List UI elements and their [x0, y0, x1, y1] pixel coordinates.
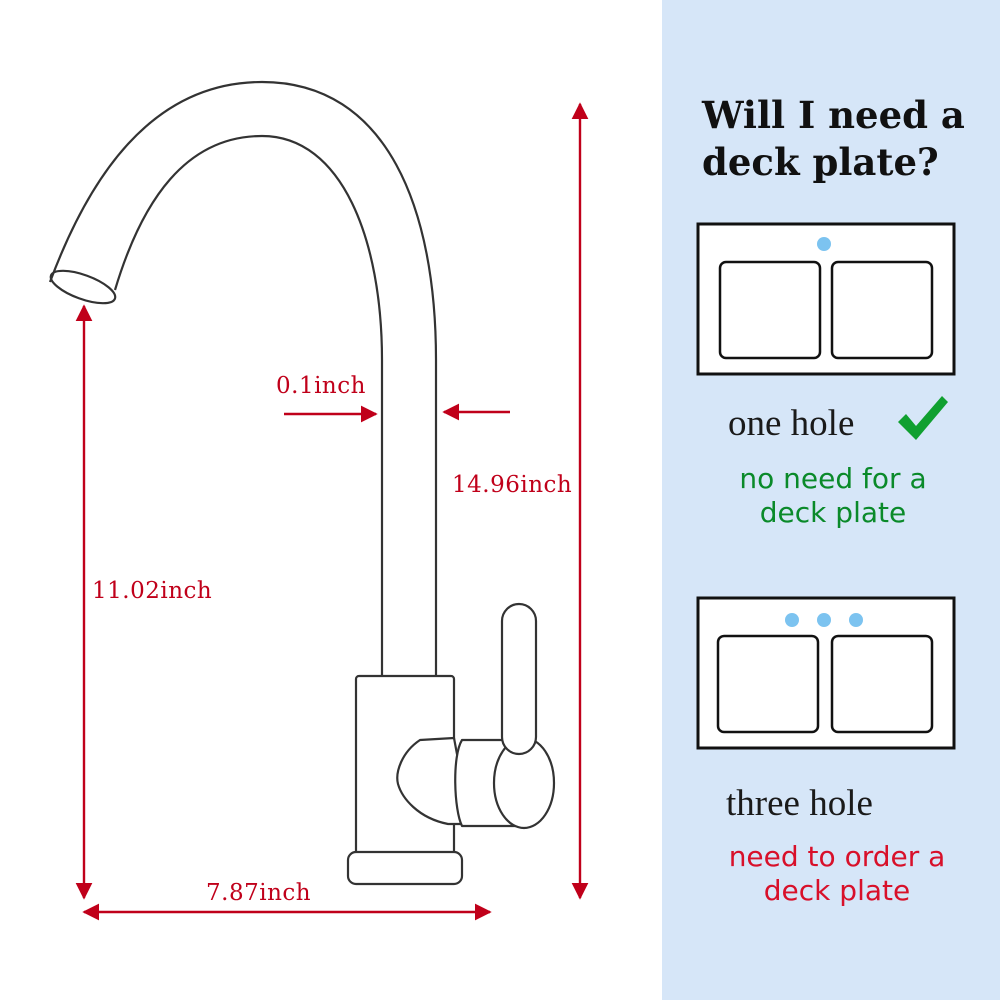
three-hole-label: three hole	[726, 783, 873, 824]
spout-height-label: 11.02inch	[92, 578, 213, 604]
three-hole-sink-diagram	[696, 596, 956, 750]
faucet-lever	[500, 602, 538, 756]
reach-label: 7.87inch	[206, 880, 312, 906]
total-height-label: 14.96inch	[452, 472, 573, 498]
faucet-hole-dot-3	[849, 613, 863, 627]
sink-basin-left	[716, 634, 820, 734]
three-hole-note-line-1: need to order a	[728, 840, 946, 873]
faucet-base	[346, 850, 464, 886]
one-hole-note-line-1: no need for a	[739, 462, 927, 495]
faucet-hole-dot-1	[785, 613, 799, 627]
faucet-hole-dot-2	[817, 613, 831, 627]
faucet-spout-outer	[48, 80, 438, 678]
sink-basin-right	[830, 260, 934, 360]
three-hole-note: need to order a deck plate	[712, 840, 962, 908]
sink-basin-left	[718, 260, 822, 360]
one-hole-label: one hole	[728, 403, 855, 444]
faucet-drawing	[48, 80, 556, 886]
deck-plate-info-panel: Will I need a deck plate? one hole no ne…	[662, 0, 1000, 1000]
three-hole-note-line-2: deck plate	[763, 874, 911, 907]
sink-basin-right	[830, 634, 934, 734]
faucet-hole-dot	[817, 237, 831, 251]
faucet-diagram	[48, 80, 589, 921]
faucet-spout-inner	[113, 134, 384, 678]
faucet-spout-opening	[49, 269, 117, 305]
one-hole-sink-diagram	[696, 222, 956, 376]
one-hole-note-line-2: deck plate	[759, 496, 907, 529]
faucet-handle-hub	[396, 736, 472, 826]
dimension-lines	[75, 102, 589, 921]
one-hole-note: no need for a deck plate	[728, 462, 938, 530]
pipe-thickness-label: 0.1inch	[276, 373, 366, 399]
checkmark-icon	[898, 396, 948, 440]
panel-title: Will I need a deck plate?	[702, 93, 965, 184]
